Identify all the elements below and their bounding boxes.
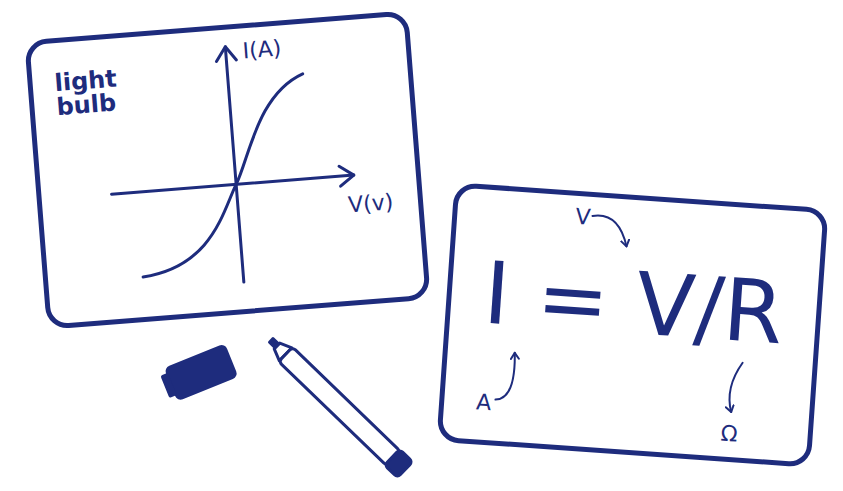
- graph-card: light bulb I(A) V(v): [24, 10, 431, 329]
- marker-body: [279, 347, 401, 466]
- unit-label: A: [475, 391, 492, 414]
- card-title: light bulb: [54, 65, 138, 119]
- unit-arrow: [495, 352, 515, 401]
- iv-curve: [128, 74, 317, 277]
- unit-arrow: [729, 362, 743, 413]
- formula: I = V/R: [481, 250, 786, 357]
- marker-cap: [158, 343, 238, 403]
- marker-end-cap: [384, 449, 412, 477]
- unit-label: Ω: [720, 422, 738, 445]
- formula-card: I = V/R V A Ω: [436, 182, 828, 468]
- axis-arrowhead: [339, 165, 355, 186]
- unit-label: V: [575, 206, 592, 229]
- unit-arrow: [591, 215, 629, 246]
- current-axis: [225, 47, 244, 282]
- axis-label: V(v): [347, 191, 394, 216]
- marker-cap-end: [160, 373, 176, 398]
- iv-graph: [101, 38, 362, 292]
- marker-pen: [264, 333, 413, 478]
- axis-label: I(A): [242, 37, 282, 62]
- axis-arrowhead: [215, 46, 236, 62]
